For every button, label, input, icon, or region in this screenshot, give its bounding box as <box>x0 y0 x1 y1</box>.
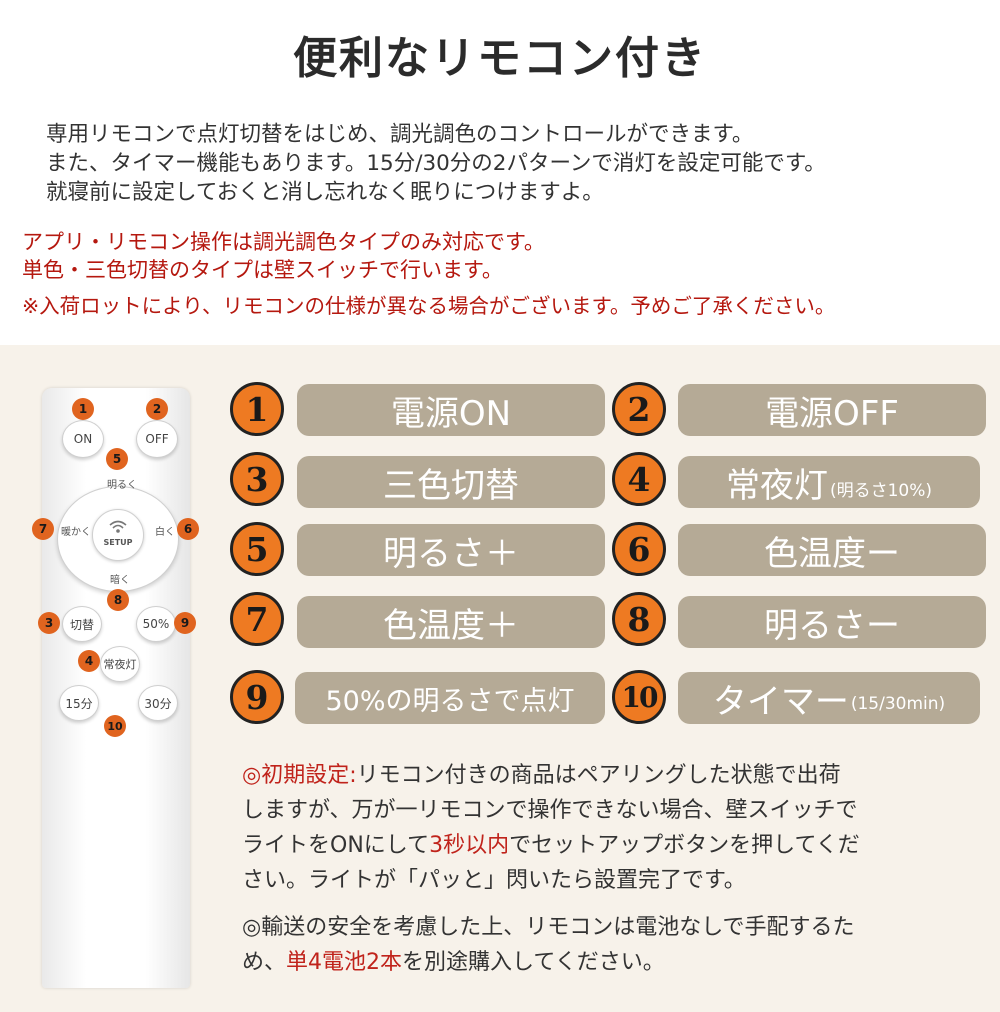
info-text: リモコン付きの商品はペアリングした状態で出荷 <box>356 763 841 788</box>
info-text: を別途購入してください。 <box>402 950 665 975</box>
info-text: ◎輸送の安全を考慮した上、リモコンは電池なしで手配するた <box>242 915 855 940</box>
remote-marker-7: 7 <box>32 518 54 540</box>
highlight-text: 単4電池2本 <box>286 950 403 975</box>
function-number-9: 9 <box>230 670 284 724</box>
battery-info: ◎輸送の安全を考慮した上、リモコンは電池なしで手配するた め、単4電池2本を別途… <box>242 910 982 980</box>
function-label-10: タイマー(15/30min) <box>678 672 980 724</box>
off-button: OFF <box>136 420 178 458</box>
page-title: 便利なリモコン付き <box>293 33 707 84</box>
remote-marker-9: 9 <box>174 612 196 634</box>
function-number-2: 2 <box>612 382 666 436</box>
remote-marker-10: 10 <box>104 715 126 737</box>
remote-marker-6: 6 <box>177 518 199 540</box>
info-text: でセットアップボタンを押してくだ <box>509 833 860 858</box>
dpad <box>57 486 179 592</box>
note-line: 単色・三色切替のタイプは壁スイッチで行います。 <box>22 258 503 282</box>
info-text: ライトをONにして <box>242 833 430 858</box>
function-number-5: 5 <box>230 522 284 576</box>
intro-text: 専用リモコンで点灯切替をはじめ、調光調色のコントロールができます。 また、タイマ… <box>46 120 826 207</box>
function-number-3: 3 <box>230 452 284 506</box>
function-label-7: 色温度＋ <box>297 596 605 648</box>
remote-marker-8: 8 <box>107 589 129 611</box>
info-text: しますが、万が一リモコンで操作できない場合、壁スイッチで <box>242 798 858 823</box>
note-line: アプリ・リモコン操作は調光調色タイプのみ対応です。 <box>22 230 545 254</box>
switch-button: 切替 <box>62 606 102 642</box>
on-button: ON <box>62 420 104 458</box>
info-text: め、 <box>242 950 287 975</box>
remote-marker-5: 5 <box>106 448 128 470</box>
function-label-3: 三色切替 <box>297 456 605 508</box>
function-label-8: 明るさー <box>678 596 986 648</box>
initial-setup-heading: ◎初期設定: <box>242 763 357 788</box>
dpad-down-label: 暗く <box>110 575 130 586</box>
fifty-percent-button: 50% <box>136 606 176 642</box>
dpad-up-label: 明るく <box>107 480 137 491</box>
function-number-7: 7 <box>230 592 284 646</box>
function-label-2: 電源OFF <box>678 384 986 436</box>
intro-line: また、タイマー機能もあります。15分/30分の2パターンで消灯を設定可能です。 <box>46 151 826 176</box>
setup-label: SETUP <box>103 538 133 547</box>
highlight-text: 3秒以内 <box>429 833 510 858</box>
night-light-button: 常夜灯 <box>100 646 140 682</box>
function-label-9: 50%の明るさで点灯 <box>295 672 605 724</box>
timer-30-button: 30分 <box>138 685 178 721</box>
intro-line: 専用リモコンで点灯切替をはじめ、調光調色のコントロールができます。 <box>46 122 754 147</box>
function-label-6: 色温度ー <box>678 524 986 576</box>
remote-marker-3: 3 <box>38 612 60 634</box>
function-number-1: 1 <box>230 382 284 436</box>
function-label-5: 明るさ＋ <box>297 524 605 576</box>
function-label-4: 常夜灯(明るさ10%) <box>678 456 980 508</box>
function-number-10: 10 <box>612 670 666 724</box>
dpad-right-label: 白く <box>155 527 175 538</box>
info-text: さい。ライトが「パッと」閃いたら設置完了です。 <box>242 868 746 893</box>
remote-marker-2: 2 <box>146 398 168 420</box>
initial-setup-info: ◎初期設定:リモコン付きの商品はペアリングした状態で出荷 しますが、万が一リモコ… <box>242 758 982 898</box>
timer-15-button: 15分 <box>59 685 99 721</box>
note-line: ※入荷ロットにより、リモコンの仕様が異なる場合がございます。予めご了承ください。 <box>22 294 836 318</box>
notes: アプリ・リモコン操作は調光調色タイプのみ対応です。 単色・三色切替のタイプは壁ス… <box>22 228 835 320</box>
function-number-8: 8 <box>612 592 666 646</box>
remote-marker-1: 1 <box>72 398 94 420</box>
function-label-1: 電源ON <box>297 384 605 436</box>
dpad-left-label: 暖かく <box>61 527 91 538</box>
intro-line: 就寝前に設定しておくと消し忘れなく眠りにつけますよ。 <box>46 180 604 205</box>
wifi-icon <box>109 520 127 533</box>
remote-marker-4: 4 <box>78 650 100 672</box>
function-number-6: 6 <box>612 522 666 576</box>
function-number-4: 4 <box>612 452 666 506</box>
setup-button: SETUP <box>92 509 144 561</box>
